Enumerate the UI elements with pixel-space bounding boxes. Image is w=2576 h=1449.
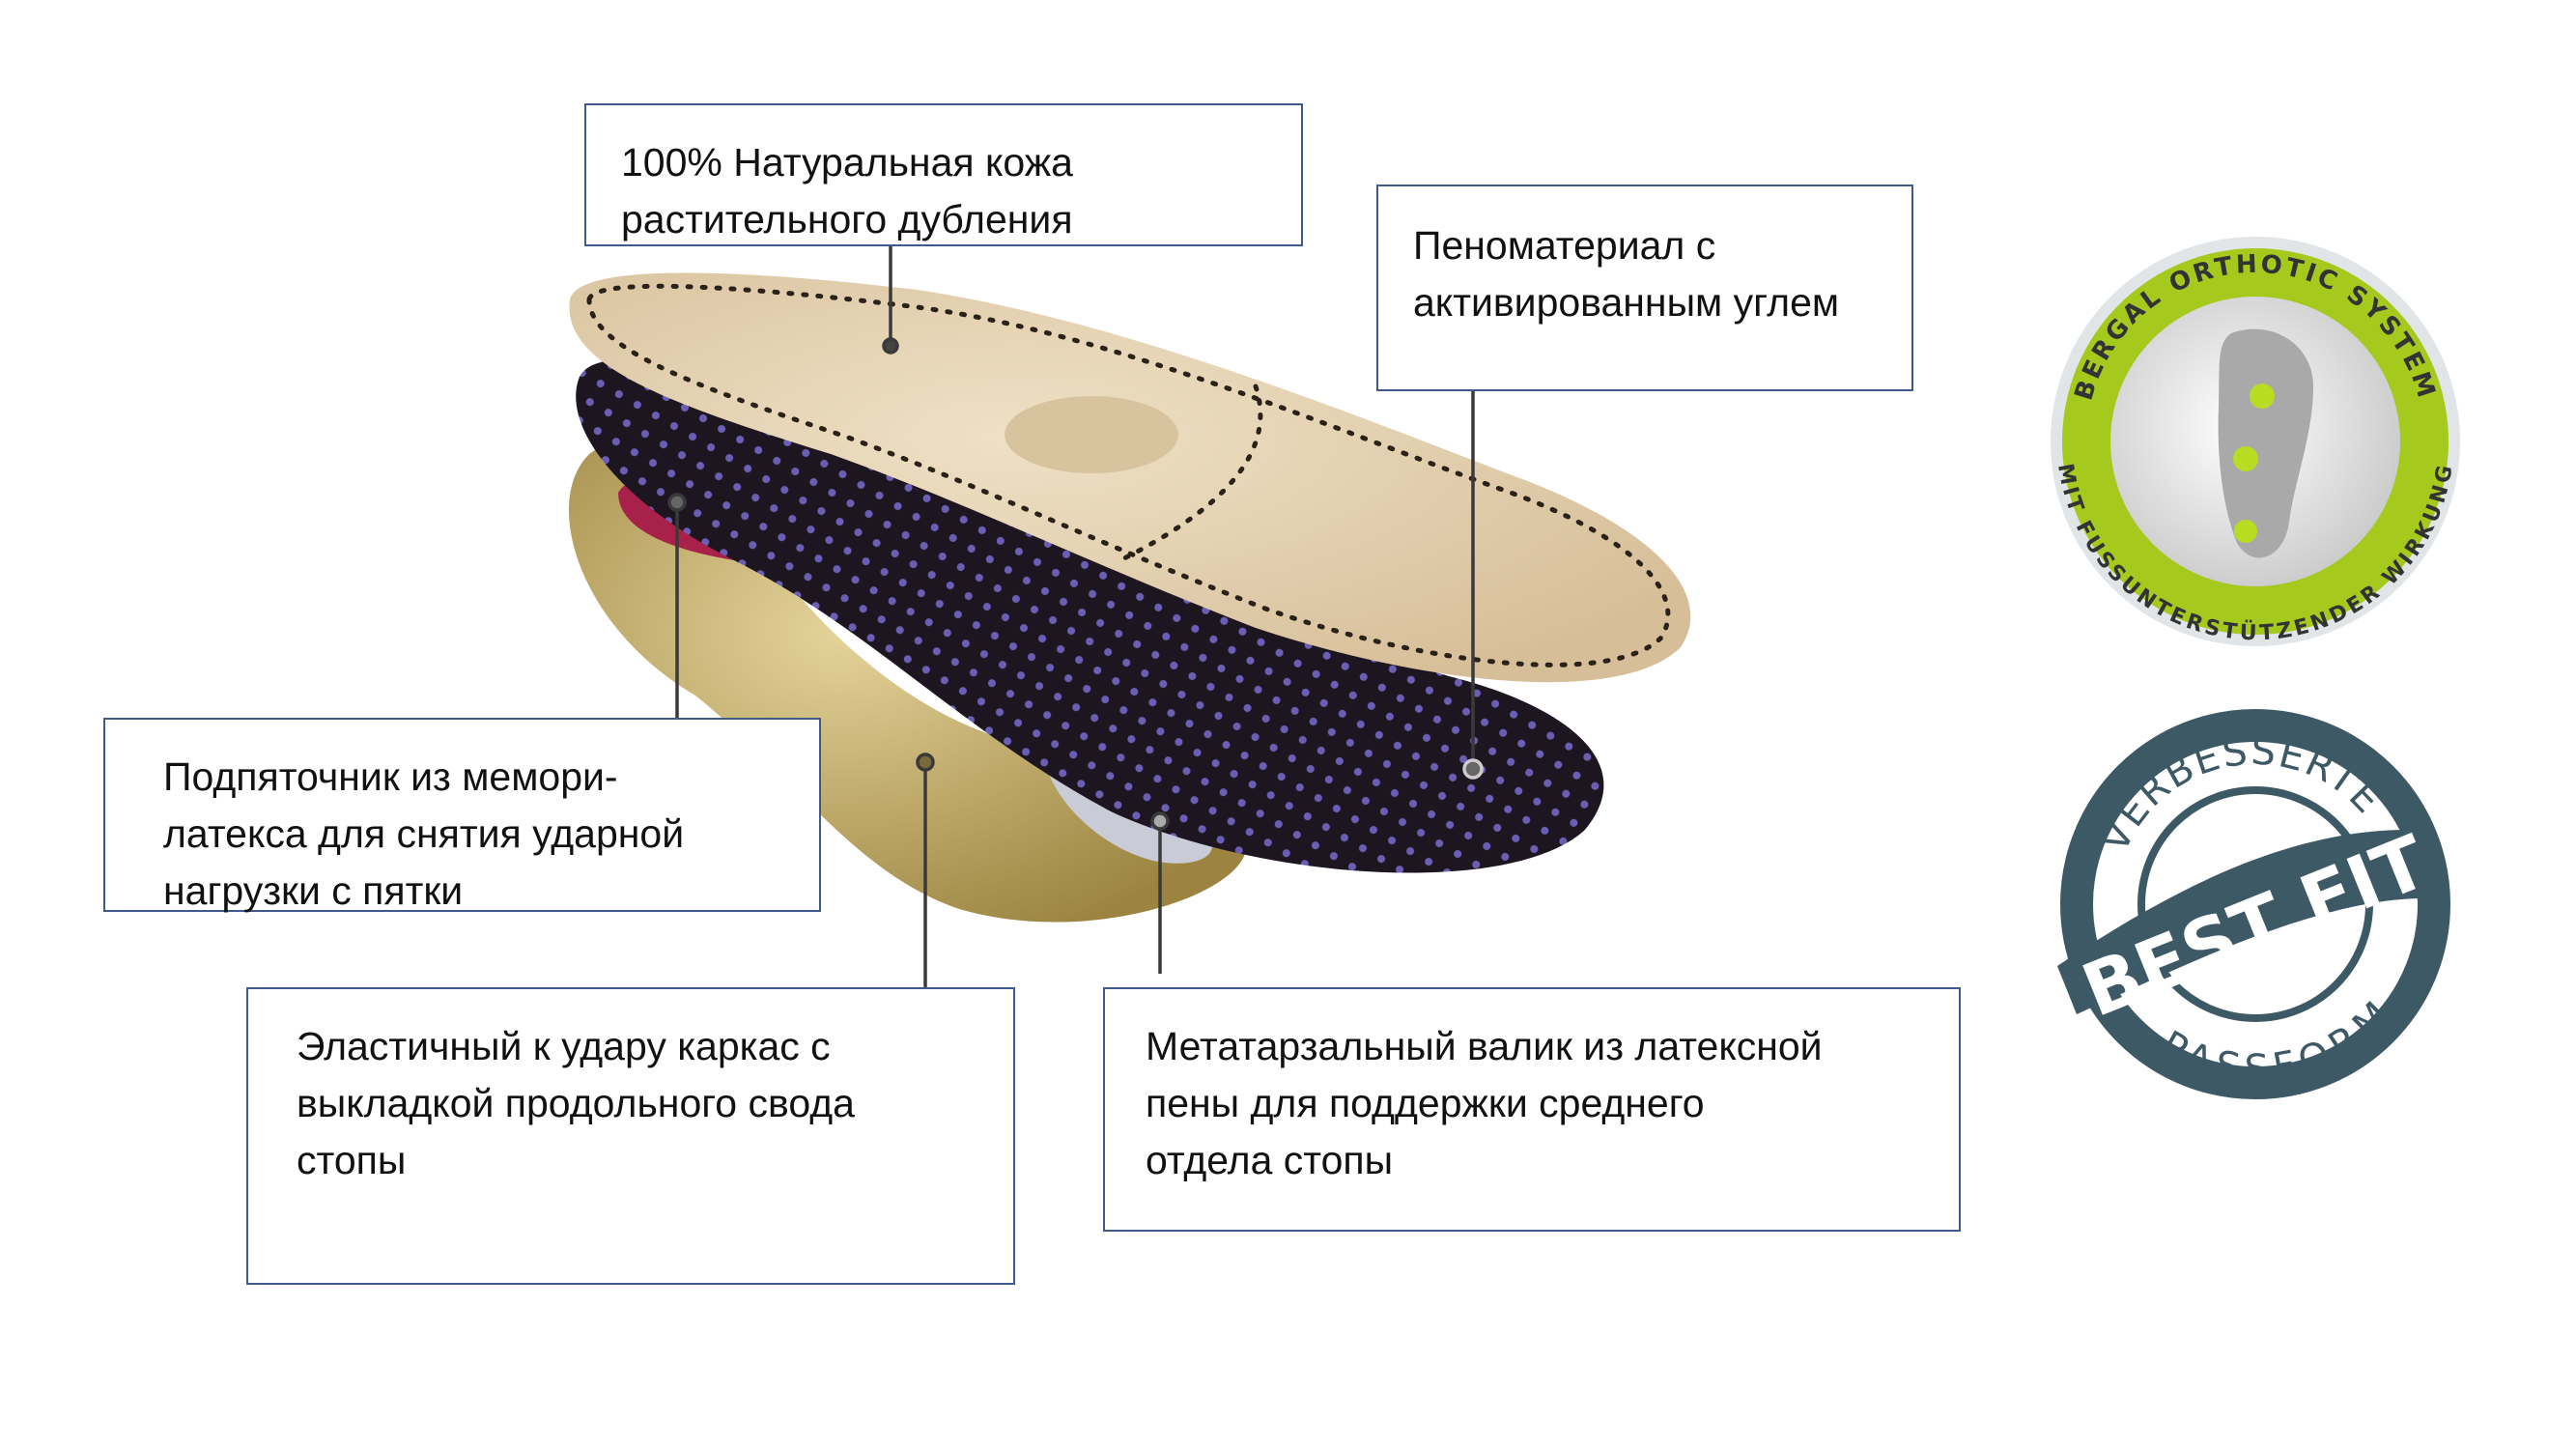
callout-text: Подпяточник из мемори- (163, 754, 618, 799)
callout-frame: Эластичный к удару каркас с выкладкой пр… (246, 987, 1015, 1285)
callout-text: Эластичный к удару каркас с (297, 1024, 831, 1068)
callout-text: выкладкой продольного свода (297, 1081, 855, 1125)
callout-text: растительного дубления (621, 197, 1073, 242)
callout-text: латекса для снятия ударной (163, 811, 685, 856)
foot-icon (2218, 328, 2313, 558)
callout-text: активированным углем (1413, 280, 1840, 325)
bergal-orthotic-badge: BERGAL ORTHOTIC SYSTEM MIT FUSSUNTERSTÜT… (2051, 237, 2460, 646)
callout-heel: Подпяточник из мемори- латекса для сняти… (103, 718, 821, 913)
callout-text: Метатарзальный валик из латексной (1146, 1024, 1823, 1068)
callout-metatarsal: Метатарзальный валик из латексной пены д… (1103, 987, 1961, 1232)
foam-layer (576, 358, 1604, 873)
callout-text: 100% Натуральная кожа (621, 140, 1073, 185)
callout-text: нагрузки с пятки (163, 868, 464, 913)
best-fit-stamp: VERBESSERTE PASSFORM BEST FIT (2057, 709, 2450, 1099)
callout-foam: Пеноматериал с активированным углем (1376, 185, 1913, 391)
leather-layer (569, 272, 1691, 683)
callout-text: отдела стопы (1146, 1138, 1394, 1182)
callout-text: Пеноматериал с (1413, 223, 1716, 268)
callout-text: пены для поддержки среднего (1146, 1081, 1705, 1125)
callout-text: стопы (297, 1138, 407, 1182)
callout-leather: 100% Натуральная кожа растительного дубл… (584, 103, 1303, 246)
connector-lines (667, 246, 1484, 987)
